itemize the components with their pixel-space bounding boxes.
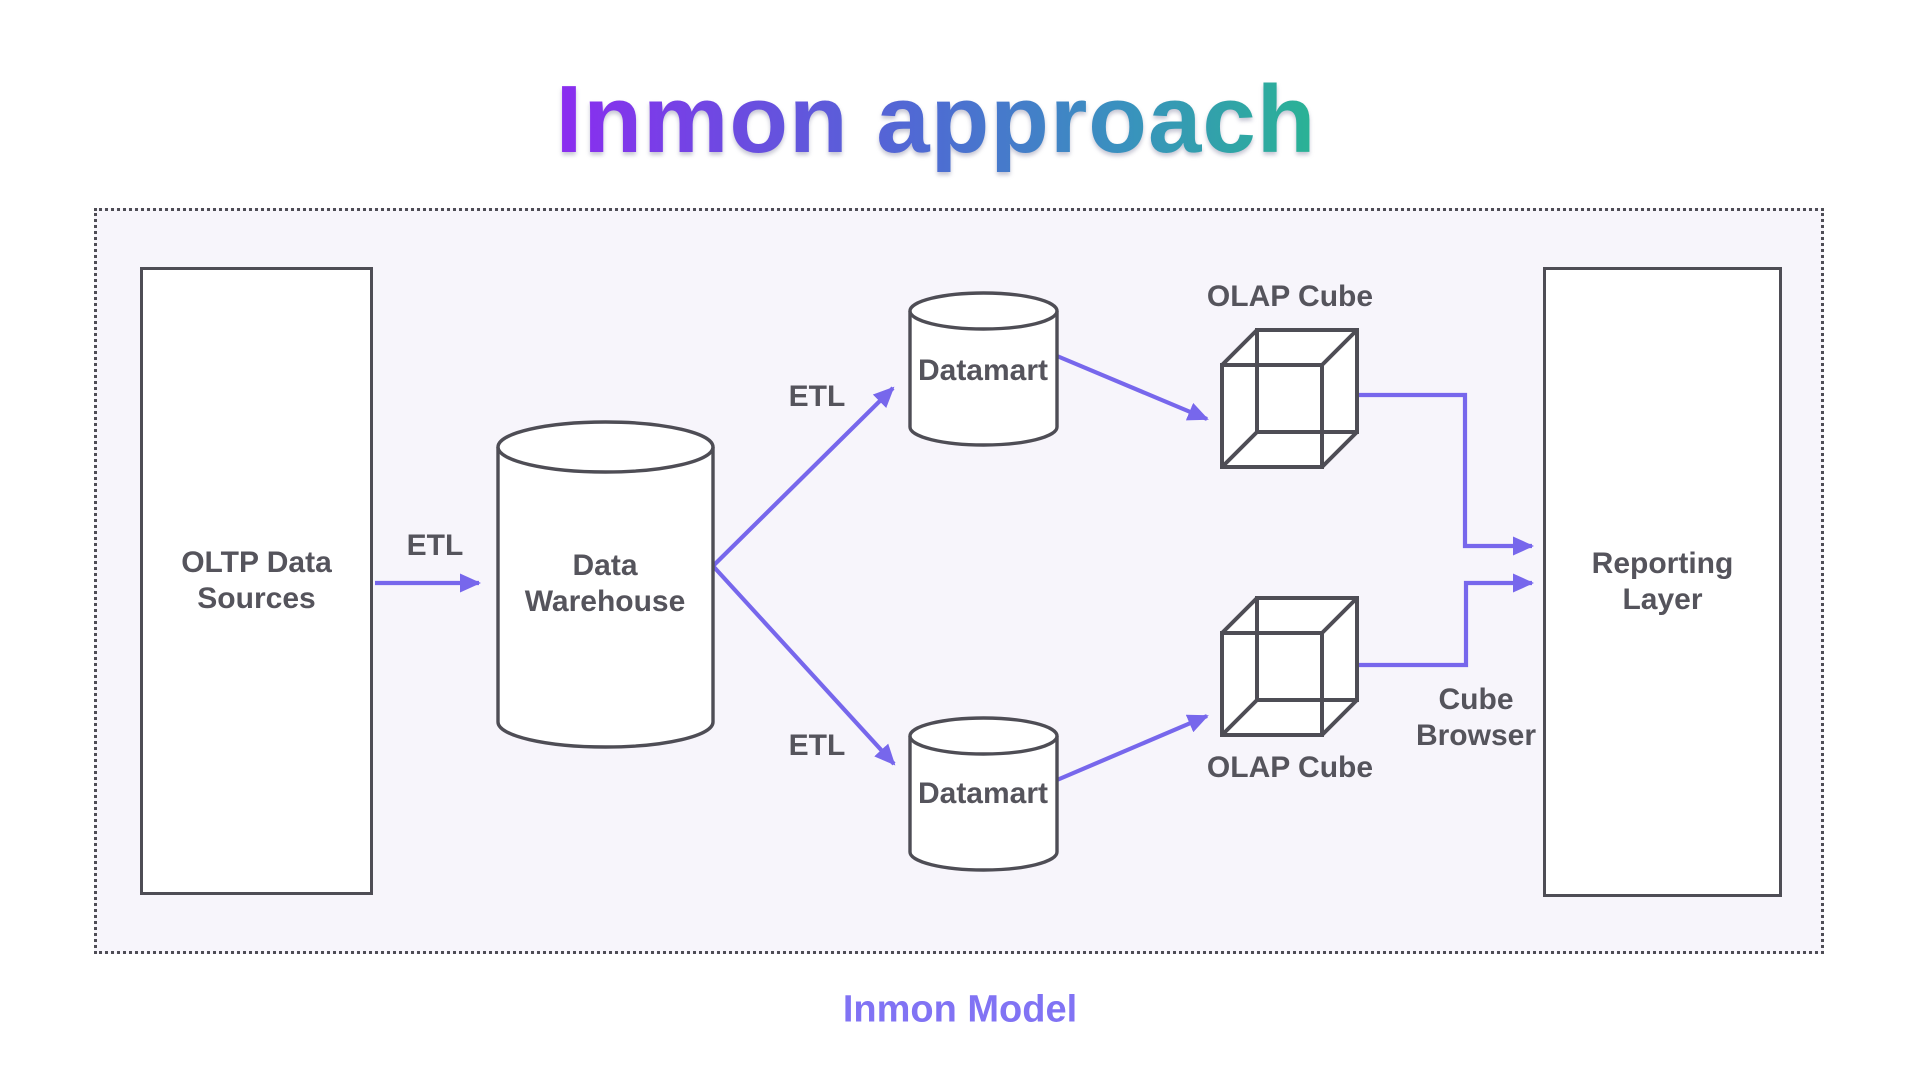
olap-cube-bottom-label: OLAP Cube xyxy=(1206,751,1374,784)
etl-label-oltp-to-dw: ETL xyxy=(406,529,464,562)
reporting-layer-node: Reporting Layer xyxy=(1543,267,1782,897)
oltp-data-sources-node: OLTP Data Sources xyxy=(140,267,373,895)
page-title: Inmon approach xyxy=(555,66,1317,173)
reporting-layer-label: Reporting Layer xyxy=(1591,547,1734,616)
datamart-bottom-label: Datamart xyxy=(917,777,1049,810)
diagram-caption: Inmon Model xyxy=(842,988,1078,1031)
etl-label-dw-to-datamart-bottom: ETL xyxy=(788,729,846,762)
data-warehouse-label: Data Warehouse xyxy=(524,549,686,618)
olap-cube-top-label: OLAP Cube xyxy=(1206,280,1374,313)
etl-label-dw-to-datamart-top: ETL xyxy=(788,380,846,413)
cube-browser-label: Cube Browser xyxy=(1415,683,1537,752)
oltp-data-sources-label: OLTP Data Sources xyxy=(181,546,332,615)
datamart-top-label: Datamart xyxy=(917,354,1049,387)
